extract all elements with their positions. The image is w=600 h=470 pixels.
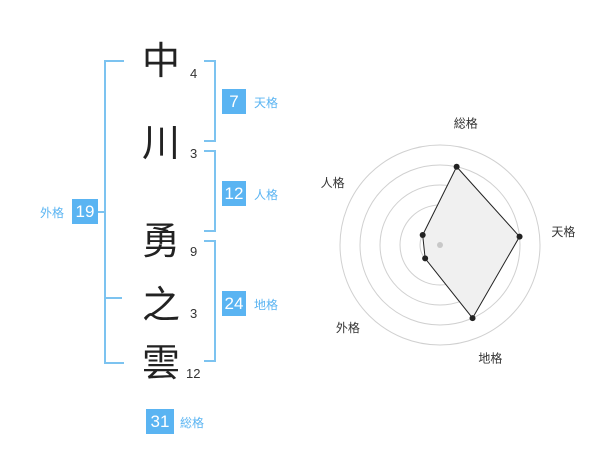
- radar-axis-label-gaikaku: 外格: [336, 320, 360, 335]
- given-char-1: 勇: [141, 219, 180, 263]
- fortune-radar-chart: 総格 天格 地格 外格 人格: [321, 116, 576, 366]
- soukaku-value: 31: [146, 409, 174, 434]
- radar-axis-label-chikaku: 地格: [478, 350, 502, 365]
- radar-axis-label-jinkaku: 人格: [321, 175, 345, 190]
- radar-data-point: [453, 163, 460, 170]
- tenkaku-label: 天格: [254, 96, 279, 110]
- tenkaku-value: 7: [222, 89, 246, 114]
- given-char-3-strokes: 12: [186, 366, 201, 381]
- gaikaku-label: 外格: [40, 206, 65, 220]
- surname-char-1: 中: [141, 39, 180, 83]
- radar-data-point: [516, 233, 523, 240]
- jinkaku-label: 人格: [254, 188, 279, 202]
- given-char-2-strokes: 3: [190, 306, 198, 321]
- radar-center-dot: [437, 242, 443, 248]
- chikaku-bracket: [204, 240, 216, 362]
- radar-axis-label-tenkaku: 天格: [551, 224, 575, 239]
- tenkaku-bracket: [204, 60, 216, 142]
- radar-data-area: [422, 165, 521, 319]
- surname-char-1-strokes: 4: [190, 66, 198, 81]
- surname-char-2: 川: [141, 121, 180, 165]
- radar-axis-label-soukaku: 総格: [454, 116, 478, 131]
- radar-data-point: [469, 315, 476, 322]
- surname-char-2-strokes: 3: [190, 146, 198, 161]
- radar-grid-ring: [359, 164, 521, 326]
- chikaku-value: 24: [222, 291, 246, 316]
- soukaku-label: 総格: [180, 416, 205, 430]
- radar-data-point: [422, 255, 429, 262]
- jinkaku-value: 12: [222, 181, 246, 206]
- radar-data-point: [419, 232, 426, 238]
- gaikaku-bracket-connector: [96, 211, 104, 213]
- gaikaku-bracket-split: [104, 297, 122, 299]
- given-char-2: 之: [141, 283, 180, 327]
- gaikaku-bracket: [104, 60, 124, 364]
- gaikaku-value: 19: [72, 199, 98, 224]
- chikaku-label: 地格: [254, 298, 279, 312]
- given-char-1-strokes: 9: [190, 244, 198, 259]
- given-char-3: 雲: [141, 341, 180, 385]
- jinkaku-bracket: [204, 150, 216, 232]
- radar-grid-ring: [339, 144, 541, 346]
